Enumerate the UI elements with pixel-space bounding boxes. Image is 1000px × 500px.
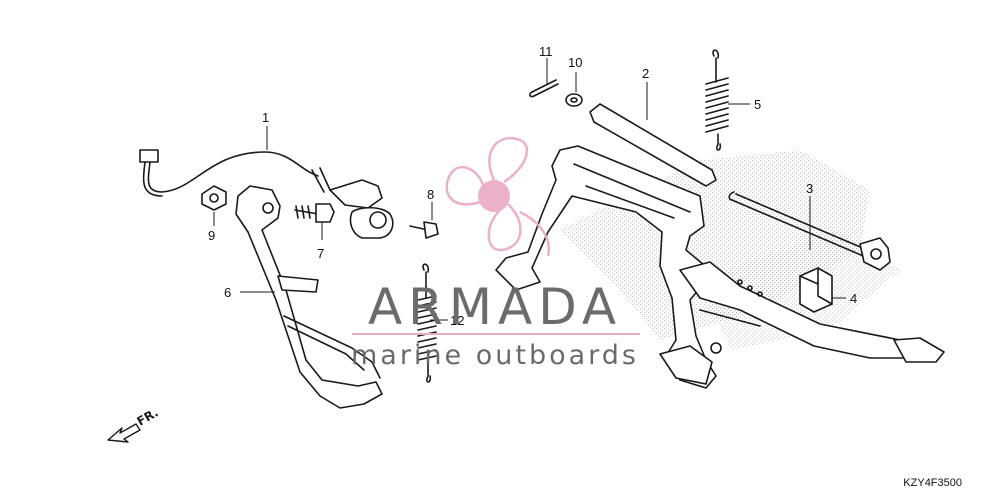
- part-6-side-stand: [235, 185, 383, 409]
- part-10-washer: [565, 93, 583, 107]
- part-3-pivot-shaft: [728, 191, 891, 271]
- part-2-main-stand: [495, 103, 945, 389]
- direction-marker: FR.: [107, 405, 161, 443]
- diagram-code: KZY4F3500: [903, 477, 962, 489]
- callout-12: 12: [450, 313, 464, 328]
- callout-labels: 1 2 3 4 5 6 7 8 9 10 11 12: [208, 44, 857, 328]
- watermark-brand: ARMADA: [368, 278, 622, 336]
- part-5-spring: [705, 49, 729, 151]
- callout-1: 1: [262, 110, 269, 125]
- callout-11: 11: [539, 44, 553, 59]
- callout-3: 3: [806, 181, 813, 196]
- propeller-icon: [445, 136, 551, 257]
- callout-5: 5: [754, 97, 761, 112]
- part-8-bolt: [409, 221, 439, 239]
- part-7-bolt: [294, 203, 335, 223]
- part-11-cotter-pin: [529, 79, 559, 98]
- callout-10: 10: [568, 55, 582, 70]
- part-9-nut: [201, 185, 227, 211]
- callout-6: 6: [224, 285, 231, 300]
- callout-2: 2: [642, 66, 649, 81]
- arrow-left-down-icon: [107, 423, 141, 443]
- part-12-spring: [417, 263, 437, 383]
- leader-lines: [213, 58, 846, 321]
- part-4-stopper-rubber: [799, 267, 833, 313]
- callout-8: 8: [427, 187, 434, 202]
- part-1-side-stand-switch: [139, 149, 394, 239]
- watermark-tagline: marine outboards: [351, 340, 639, 371]
- callout-7: 7: [317, 246, 324, 261]
- callout-9: 9: [208, 228, 215, 243]
- direction-label: FR.: [135, 405, 161, 428]
- callout-4: 4: [850, 291, 857, 306]
